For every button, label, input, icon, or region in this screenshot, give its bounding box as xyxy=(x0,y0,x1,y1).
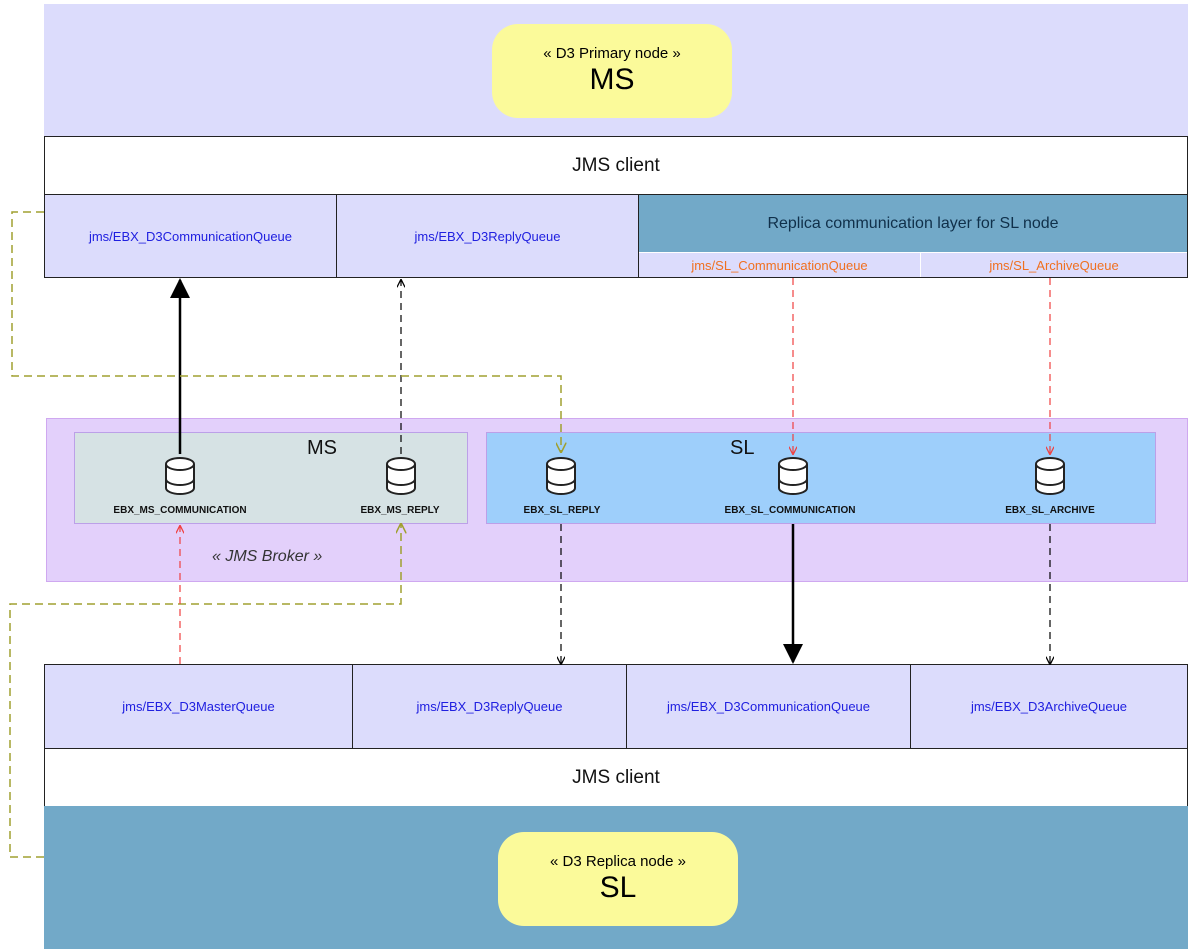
jms-broker-caption: « JMS Broker » xyxy=(212,548,323,565)
primary-node-badge: « D3 Primary node » MS xyxy=(492,24,732,118)
replica-queue-communication: jms/SL_CommunicationQueue xyxy=(639,253,921,277)
database-icon xyxy=(165,457,195,495)
bottom-queue-master: jms/EBX_D3MasterQueue xyxy=(45,665,353,748)
replica-node-name: SL xyxy=(599,871,637,904)
top-jms-client: JMS client xyxy=(44,136,1188,195)
primary-node-name: MS xyxy=(589,63,635,96)
bottom-queue-archive: jms/EBX_D3ArchiveQueue xyxy=(970,699,1128,714)
replica-node-stereotype: « D3 Replica node » xyxy=(550,853,686,870)
database-icon xyxy=(546,457,576,495)
replica-queue-archive: jms/SL_ArchiveQueue xyxy=(989,257,1119,273)
primary-node-stereotype: « D3 Primary node » xyxy=(543,45,681,62)
broker-queue-sl-reply: EBX_SL_REPLY xyxy=(523,505,601,516)
bottom-queue-communication: jms/EBX_D3CommunicationQueue xyxy=(627,665,911,748)
top-queue-communication: jms/EBX_D3CommunicationQueue xyxy=(45,195,337,277)
broker-queue-sl-communication: EBX_SL_COMMUNICATION xyxy=(724,505,856,516)
database-icon xyxy=(386,457,416,495)
replica-node-badge: « D3 Replica node » SL xyxy=(498,832,738,926)
top-queue-row: jms/EBX_D3CommunicationQueue jms/EBX_D3R… xyxy=(44,194,1188,278)
database-icon xyxy=(778,457,808,495)
replica-layer-title: Replica communication layer for SL node xyxy=(639,195,1187,253)
broker-ms-label: MS xyxy=(307,437,337,459)
arrow-route-to-sl-reply xyxy=(11,211,561,452)
broker-sl-label: SL xyxy=(730,437,755,459)
bottom-jms-client-label: JMS client xyxy=(572,766,660,788)
replica-layer-queues: jms/SL_CommunicationQueue jms/SL_Archive… xyxy=(639,253,1187,277)
arrow-route-to-ms-reply xyxy=(9,524,401,858)
database-icon xyxy=(1035,457,1065,495)
replica-communication-layer: Replica communication layer for SL node … xyxy=(639,195,1187,277)
broker-queue-ms-communication: EBX_MS_COMMUNICATION xyxy=(113,505,247,516)
top-jms-client-label: JMS client xyxy=(572,154,660,176)
bottom-queue-reply: jms/EBX_D3ReplyQueue xyxy=(353,665,627,748)
broker-queue-ms-reply: EBX_MS_REPLY xyxy=(360,505,440,516)
broker-queue-sl-archive: EBX_SL_ARCHIVE xyxy=(1005,505,1095,516)
top-queue-reply: jms/EBX_D3ReplyQueue xyxy=(337,195,639,277)
